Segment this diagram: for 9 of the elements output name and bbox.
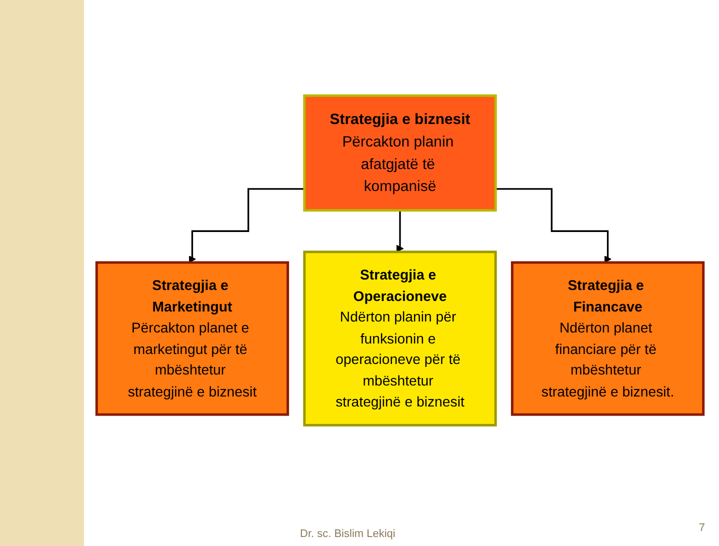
arrow <box>496 188 612 262</box>
node-box: Strategjia e biznesit Përcakton planin afatgjatë të kompanisë <box>303 94 497 212</box>
node-box: Strategjia e Financave Ndërton planet financiare për të mbështetur strategjinë e biznesit. <box>510 260 705 416</box>
node-box: Strategjia e Marketingut Përcakton planet e marketingut për të mbështetur strategjinë e biznesit <box>95 260 290 416</box>
arrow <box>396 209 404 252</box>
node-box: Strategjia e Operacioneve Ndërton planin për funksionin e operacioneve për të mbështetur strategjinë e biznesit <box>303 250 497 426</box>
page-number: 7 <box>698 522 705 534</box>
arrow <box>188 188 304 262</box>
footer-text: Dr. sc. Bislim Lekiqi <box>300 528 396 540</box>
